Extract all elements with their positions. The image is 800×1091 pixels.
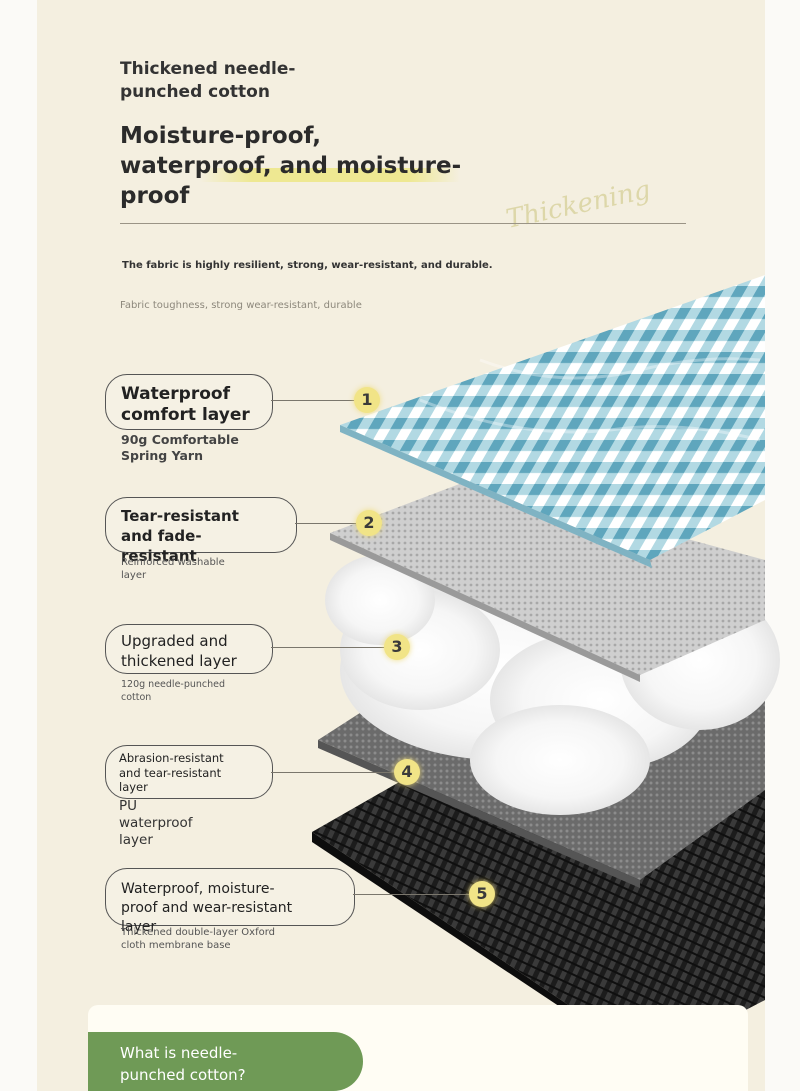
- layer-3-detail-line-1: 120g needle-punched: [121, 679, 226, 690]
- layer-5-title-line-1: Waterproof, moisture-: [121, 881, 275, 897]
- layer-3-detail: 120g needle-punched cotton: [121, 678, 225, 704]
- layer-3-badge: 3: [384, 634, 410, 660]
- layer-1-leader: [271, 400, 355, 401]
- layer-4-title-line-3: layer: [119, 780, 148, 794]
- headline-line-1: Moisture-proof,: [120, 123, 322, 149]
- layer-1-detail-line-1: 90g Comfortable: [121, 432, 239, 447]
- layer-4-title-line-2: and tear-resistant: [119, 765, 222, 780]
- layer-3-detail-line-2: cotton: [121, 692, 152, 703]
- layer-2-detail-line-1: Reinforced washable: [121, 557, 225, 568]
- layer-5-title-line-2: proof and wear-resistant: [121, 900, 293, 916]
- faq-question-line-1: What is needle-: [120, 1044, 238, 1062]
- subtitle-line-2: punched cotton: [120, 82, 270, 102]
- layer-3-title-line-1: Upgraded and: [121, 632, 228, 650]
- faq-tab[interactable]: [88, 1032, 363, 1091]
- layer-4-detail-line-1: PU: [119, 798, 138, 814]
- layer-5-label-pill: [105, 868, 355, 926]
- layer-1-label-pill: [105, 374, 273, 430]
- layer-1-detail-line-2: Spring Yarn: [121, 448, 204, 463]
- layer-1-title-line-1: Waterproof: [121, 384, 230, 404]
- layer-1-badge: 1: [354, 387, 380, 413]
- layer-4-detail-line-2: waterproof: [119, 815, 193, 831]
- layer-3-title-line-2: thickened layer: [121, 652, 237, 670]
- layer-2-title-line-1: Tear-resistant: [121, 507, 239, 525]
- layer-5-leader: [353, 894, 469, 895]
- faq-question[interactable]: What is needle- punched cotton?: [120, 1042, 246, 1086]
- layer-2-title-line-2: and fade-: [121, 527, 202, 545]
- headline-highlight: [200, 168, 460, 182]
- layer-5-title: Waterproof, moisture- proof and wear-res…: [121, 880, 292, 937]
- headline-line-2: waterproof, and moisture-: [120, 153, 462, 179]
- layer-1-title: Waterproof comfort layer: [121, 384, 250, 426]
- layer-3-leader: [271, 647, 385, 648]
- layer-4-leader: [271, 772, 395, 773]
- layer-5-detail-line-1: Thickened double-layer Oxford: [121, 927, 275, 938]
- layer-5-detail: Thickened double-layer Oxford cloth memb…: [121, 926, 275, 952]
- divider: [120, 223, 686, 224]
- layer-1-detail: 90g Comfortable Spring Yarn: [121, 432, 239, 464]
- layer-2-detail-line-2: layer: [121, 570, 147, 581]
- layer-5-detail-line-2: cloth membrane base: [121, 940, 231, 951]
- layer-3-label-pill: [105, 624, 273, 674]
- subtitle-line-1: Thickened needle-: [120, 59, 296, 79]
- fabric-description: The fabric is highly resilient, strong, …: [122, 260, 493, 271]
- layer-4-badge: 4: [394, 759, 420, 785]
- layer-2-leader: [295, 523, 357, 524]
- subtitle: Thickened needle- punched cotton: [120, 58, 360, 104]
- layer-5-badge: 5: [469, 881, 495, 907]
- layer-5-title-line-3: layer: [121, 919, 157, 935]
- layer-2-detail: Reinforced washable layer: [121, 556, 225, 582]
- layer-1-title-line-2: comfort layer: [121, 405, 250, 425]
- layer-1-sheet: [340, 275, 765, 568]
- layer-4-title-line-1: Abrasion-resistant: [119, 751, 224, 765]
- layer-3-title: Upgraded and thickened layer: [121, 631, 237, 671]
- layer-4-detail-line-3: layer: [119, 832, 153, 848]
- headline-line-3: proof: [120, 183, 190, 209]
- faq-question-line-2: punched cotton?: [120, 1066, 246, 1084]
- layer-2-title-line-3: resistant: [121, 547, 197, 565]
- layer-2-label-pill: [105, 497, 297, 553]
- fabric-caption: Fabric toughness, strong wear-resistant,…: [120, 300, 362, 311]
- layer-4-title: Abrasion-resistant and tear-resistant la…: [119, 751, 224, 795]
- layer-4-detail: PU waterproof layer: [119, 798, 193, 849]
- layer-2-title: Tear-resistant and fade- resistant: [121, 506, 239, 566]
- layer-2-badge: 2: [356, 510, 382, 536]
- headline: Moisture-proof, waterproof, and moisture…: [120, 121, 480, 211]
- layer-2-sheet: [330, 480, 765, 682]
